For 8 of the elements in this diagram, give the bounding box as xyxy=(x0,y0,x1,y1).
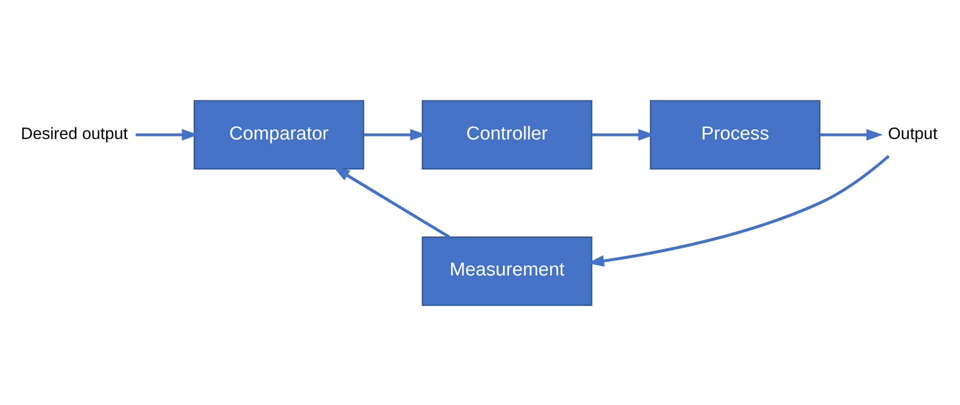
arrow xyxy=(820,128,883,140)
node-box: Comparator xyxy=(194,100,364,169)
node-box: Measurement xyxy=(422,236,592,306)
arrow xyxy=(333,166,450,238)
node-box: Controller xyxy=(422,100,592,169)
node-text: Desired output xyxy=(20,124,128,143)
node-box: Process xyxy=(650,100,820,169)
node-text: Output xyxy=(888,124,938,143)
